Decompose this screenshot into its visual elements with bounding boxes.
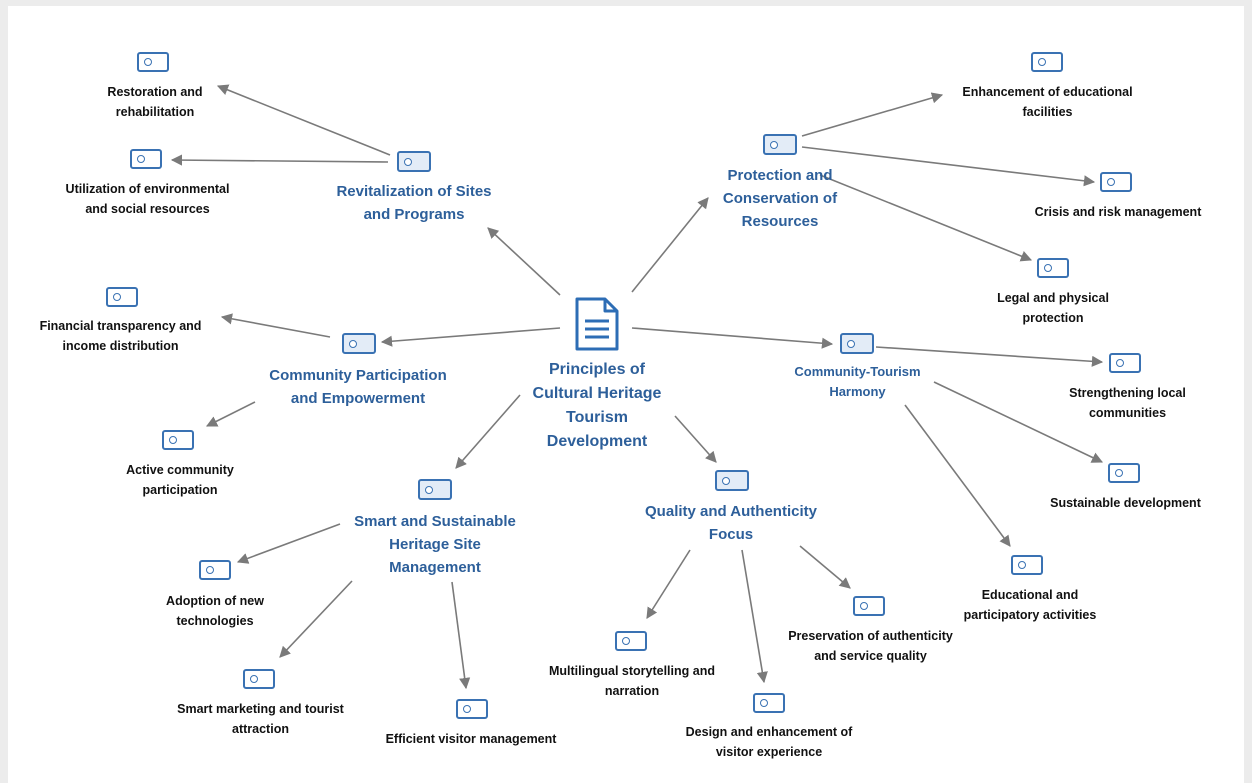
leaf-utilization-label: Utilization of environmental and social …	[65, 182, 230, 216]
connector-arrow-5	[801, 146, 1096, 187]
leaf-authenticity-tag-icon	[853, 596, 885, 616]
leaf-strengthening-label: Strengthening local communities	[1069, 386, 1186, 420]
connector-arrow-16	[279, 580, 353, 658]
connector-arrow-3	[631, 197, 709, 293]
branch-quality-label: Quality and Authenticity Focus	[645, 503, 817, 543]
branch-participation-label: Community Participation and Empowerment	[269, 367, 447, 407]
branch-harmony-label: Community-Tourism Harmony	[794, 364, 921, 399]
leaf-smart-marketing-label: Smart marketing and tourist attraction	[177, 702, 344, 736]
leaf-educational-activities-label: Educational and participatory activities	[963, 588, 1097, 622]
branch-revitalization-tag-icon	[397, 151, 431, 172]
leaf-utilization-tag-icon	[130, 149, 162, 169]
leaf-educational-activities-tag-icon	[1011, 555, 1043, 575]
leaf-sustainable-tag-icon	[1108, 463, 1140, 483]
leaf-sustainable-label: Sustainable development	[1050, 496, 1201, 510]
connector-arrow-11	[875, 346, 1104, 367]
branch-smart-tag-icon	[418, 479, 452, 500]
branch-protection-tag-icon	[763, 134, 797, 155]
document-icon	[575, 297, 619, 351]
leaf-strengthening-tag-icon	[1109, 353, 1141, 373]
branch-harmony-tag-icon	[840, 333, 874, 354]
connector-arrow-10	[631, 327, 834, 349]
diagram-canvas	[8, 6, 1244, 783]
connector-arrow-12	[933, 381, 1104, 463]
leaf-new-tech-tag-icon	[199, 560, 231, 580]
connector-arrow-6	[819, 174, 1033, 262]
leaf-legal-tag-icon	[1037, 258, 1069, 278]
root-label: Principles of Cultural Heritage Tourism …	[532, 361, 662, 450]
connector-arrow-20	[741, 549, 768, 684]
connector-arrow-8	[220, 313, 331, 338]
connector-arrow-4	[801, 92, 944, 137]
leaf-financial-label: Financial transparency and income distri…	[39, 319, 202, 353]
leaf-education-facilities-tag-icon	[1031, 52, 1063, 72]
leaf-crisis-label: Crisis and risk management	[1034, 205, 1202, 219]
leaf-multilingual-tag-icon	[615, 631, 647, 651]
connector-arrow-15	[236, 523, 341, 564]
connector-arrow-14	[455, 394, 521, 469]
leaf-education-facilities-label: Enhancement of educational facilities	[962, 85, 1133, 119]
connector-arrow-9	[205, 401, 256, 427]
connector-arrow-13	[904, 404, 1011, 547]
leaf-active-participation-label: Active community participation	[126, 463, 234, 497]
connector-arrow-19	[646, 549, 691, 619]
branch-participation-tag-icon	[342, 333, 376, 354]
connector-arrow-2	[170, 154, 389, 166]
connector-arrow-18	[674, 415, 717, 463]
leaf-new-tech-label: Adoption of new technologies	[166, 594, 264, 628]
branch-smart-label: Smart and Sustainable Heritage Site Mana…	[354, 513, 516, 576]
leaf-restoration-tag-icon	[137, 52, 169, 72]
leaf-visitor-management-tag-icon	[456, 699, 488, 719]
leaf-visitor-management-label: Efficient visitor management	[385, 732, 557, 746]
connector-arrow-0	[487, 227, 561, 296]
branch-quality-tag-icon	[715, 470, 749, 491]
connector-arrow-21	[799, 545, 851, 589]
leaf-restoration-label: Restoration and rehabilitation	[107, 85, 203, 119]
leaf-authenticity-label: Preservation of authenticity and service…	[788, 629, 953, 663]
connector-arrow-7	[380, 327, 561, 347]
leaf-financial-tag-icon	[106, 287, 138, 307]
leaf-crisis-tag-icon	[1100, 172, 1132, 192]
leaf-active-participation-tag-icon	[162, 430, 194, 450]
branch-protection-label: Protection and Conservation of Resources	[722, 167, 838, 230]
leaf-multilingual-label: Multilingual storytelling and narration	[549, 664, 715, 698]
connector-arrow-1	[216, 84, 391, 156]
branch-revitalization-label: Revitalization of Sites and Programs	[336, 183, 492, 223]
connector-arrow-17	[451, 581, 471, 690]
leaf-legal-label: Legal and physical protection	[997, 291, 1109, 325]
leaf-smart-marketing-tag-icon	[243, 669, 275, 689]
leaf-design-experience-label: Design and enhancement of visitor experi…	[685, 725, 853, 759]
leaf-design-experience-tag-icon	[753, 693, 785, 713]
